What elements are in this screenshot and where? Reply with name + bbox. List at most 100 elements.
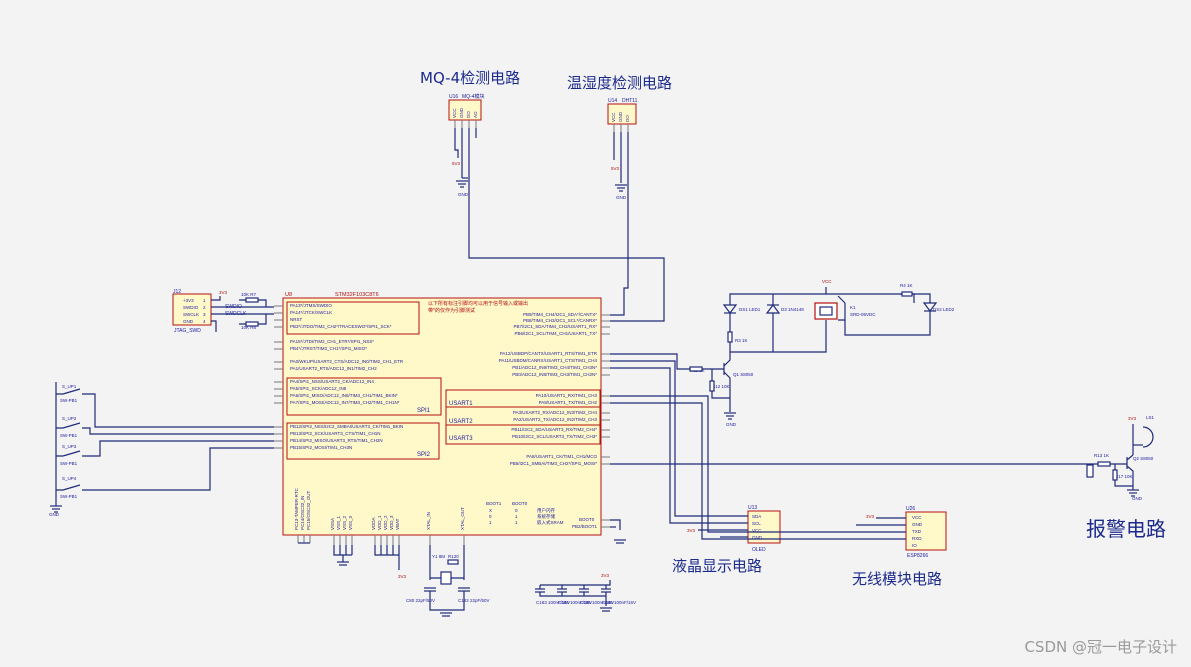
mcu-right-pin: PA10/USART1_RX/TIM1_CH3 <box>536 393 598 398</box>
mcu-left-pin: PA4/SPI1_NSS/USART2_CK/ADC12_IN4 <box>290 379 374 384</box>
jtag-num: 1 <box>203 298 206 303</box>
xtal-label: Y1 8M <box>432 554 445 559</box>
oled-name: OLED <box>752 547 766 553</box>
mcu-note-2: 带*的仅作为引脚测试 <box>428 307 475 314</box>
mcu-left-pin: NRST <box>290 317 303 322</box>
oled-wires <box>610 360 748 538</box>
boot-pin: BOOT0 <box>579 517 595 522</box>
watermark: CSDN @冠一电子设计 <box>1024 638 1177 656</box>
mcu-right-pin: PA2/USART2_TX/ADC12_IN2/TIM2_CH3 <box>513 417 597 422</box>
mcu-right-pin: PA9/USART1_TX/TIM1_CH2 <box>539 400 598 405</box>
switch-2: S_UP2 SW-PB1 <box>60 416 78 438</box>
mcu-bottom-pin: XTAL_IN <box>426 512 431 530</box>
mcu-right-pin: PA8/USART1_CK/TIM1_CH1/MCO <box>526 454 597 459</box>
switch-name: SW-PB1 <box>60 461 78 466</box>
boot-pin: PB2/BOOT1 <box>572 524 598 529</box>
xtal-r-label: R120 <box>448 554 459 559</box>
dht-pin: VCC <box>611 112 616 122</box>
q1-label: Q1 S8050 <box>733 372 754 377</box>
group-usart2: USART2 <box>449 419 473 425</box>
dht-name: DHT11 <box>622 98 638 104</box>
boot-cell: 用户闪存 <box>537 507 555 514</box>
r4-label: R4 1K <box>900 283 913 288</box>
r17-label: R17 10K <box>1115 474 1133 479</box>
decap-wires <box>535 580 612 612</box>
esp-wires <box>610 395 906 540</box>
r3-label: R3 1K <box>735 338 748 343</box>
esp-ref: U26 <box>906 506 915 512</box>
mcu-bottom-pin: VDD_1 <box>377 515 382 530</box>
mcu-right-pin: PA12/USBDP/CANTX/USART1_RTS/TIM1_ETR <box>500 351 598 356</box>
buzzer-label: LS1 <box>1146 415 1155 420</box>
mcu-right-pin: PA11/USBDM/CANRX/USART1_CTS/TIM1_CH4 <box>499 358 598 363</box>
mcu-bottom-pin: VDD_3 <box>389 515 394 530</box>
relay-vcc: VCC <box>822 279 832 284</box>
dht-gnd-label: GND <box>616 195 627 200</box>
switch-name: SW-PB1 <box>60 494 78 499</box>
mcu-left-pin: PB14/SPI2_MISO/USART3_RTS/TIM1_CH2N <box>290 438 383 443</box>
mcu-left-pin: PB13/SPI2_SCK/USART3_CTS/TIM1_CH1N <box>290 431 380 436</box>
r13-label: R13 1K <box>1094 453 1109 458</box>
boot-col: BOOT0 <box>512 501 528 506</box>
mcu-3v3: 3V3 <box>398 574 407 579</box>
jtag-num: 3 <box>203 312 206 317</box>
mcu-left-pin: PA14*/JTCK/SWCLK <box>290 310 332 315</box>
mcu-osc-pin: PC13-TAMPER-RTC <box>294 487 299 530</box>
esp-pin: GND <box>912 522 923 527</box>
ds2-label: DS2 LED2 <box>933 307 955 312</box>
title-dht: 温湿度检测电路 <box>567 74 673 92</box>
boot-cell: 0 <box>515 508 518 513</box>
group-usart3: USART3 <box>449 436 473 442</box>
boot-col: BOOT1 <box>486 501 502 506</box>
mcu-osc-pin: PC15/OSC32_OUT <box>306 490 311 530</box>
mcu-ref: U8 <box>285 292 292 298</box>
mcu-left-pin: PA1/USART2_RTS/ADC12_IN1/TIM2_CH2 <box>290 366 377 371</box>
esp8266-module: U26 VCC GND TXD RXD IO ESP8266 3V3 <box>866 506 947 559</box>
alarm-gnd: GND <box>1132 496 1143 501</box>
r12-label: R12 10K <box>712 384 730 389</box>
switch-wires <box>50 382 274 513</box>
mcu-left-pin: PA7/SPI1_MOSI/ADC12_IN7/TIM3_CH2/TIM1_CH… <box>290 400 400 405</box>
xtal-cap: C80 22pF/50V <box>406 598 435 603</box>
boot-cell: 0 <box>489 514 492 519</box>
switch-4: S_UP4 SW-PB1 <box>60 476 78 499</box>
switch-3: S_UP3 SW-PB1 <box>60 444 78 466</box>
mcu-right-pin: PB6/I2C1_SCL/TIM4_CH1/USART1_TX* <box>515 331 598 336</box>
jtag-connector: J12 +3V3 SWDIO SWCLK GND 1 2 3 4 JTAG_SW… <box>172 289 257 334</box>
oled-pin: GND <box>752 535 763 540</box>
switch-gnd: GND <box>49 512 60 517</box>
dht11-module: U14 DHT11 VCC GND DO 5V3 GND <box>607 98 638 200</box>
jtag-pin: SWDIO <box>183 305 199 310</box>
mcu-bottom-pin: VSS_1 <box>336 515 341 530</box>
mq4-name: MQ-4模块 <box>462 93 485 100</box>
mcu-right-pin: PB1/ADC12_IN9/TIM3_CH4/TIM1_CH3N* <box>512 365 597 370</box>
jtag-r8: 10K R8 <box>241 325 257 330</box>
mq4-pin: VCC <box>452 108 457 118</box>
esp-pin: RXD <box>912 536 922 541</box>
esp-name: ESP8266 <box>907 553 928 559</box>
mcu-right-pin: PB8/TIM4_CH3/I2C1_SCL*/CANRX* <box>523 318 597 323</box>
jtag-name: JTAG_SWD <box>174 328 201 334</box>
sensor-wires <box>454 128 665 322</box>
jtag-pin: SWCLK <box>183 312 199 317</box>
relay-wires <box>610 287 938 420</box>
jtag-ref: J12 <box>173 289 181 295</box>
q2-label: Q2 S8050 <box>1133 456 1154 461</box>
relay-name: SRD-05VDC <box>850 312 876 317</box>
jtag-pin: +3V3 <box>183 298 194 303</box>
boot-cell: 嵌入式SRAM <box>537 519 564 526</box>
group-spi1: SPI1 <box>417 408 431 414</box>
alarm-vcc: 3V3 <box>1128 416 1137 421</box>
mcu-bottom-pin: VSSA <box>330 518 335 530</box>
mq4-pin: GND <box>459 107 464 118</box>
boot-cell: X <box>489 508 492 513</box>
jtag-3v3: 3V3 <box>219 290 228 295</box>
oled-vcc: 3V3 <box>687 528 696 533</box>
mcu-osc-pin: PC14/OSC32_IN <box>300 496 305 530</box>
switch-1: S_UP1 SW-PB1 <box>60 384 78 403</box>
mcu-bottom-pin: VBAT <box>395 518 400 530</box>
mcu-left-pin: PB4*/JTRST/TIM3_CH1*/SPI1_MISO* <box>290 346 367 351</box>
ds1-label: DS1 LED1 <box>739 307 761 312</box>
mcu-right-pin: PB5/I2C1_SMBAI/TIM3_CH2*/SPI1_MOSI* <box>510 461 598 466</box>
